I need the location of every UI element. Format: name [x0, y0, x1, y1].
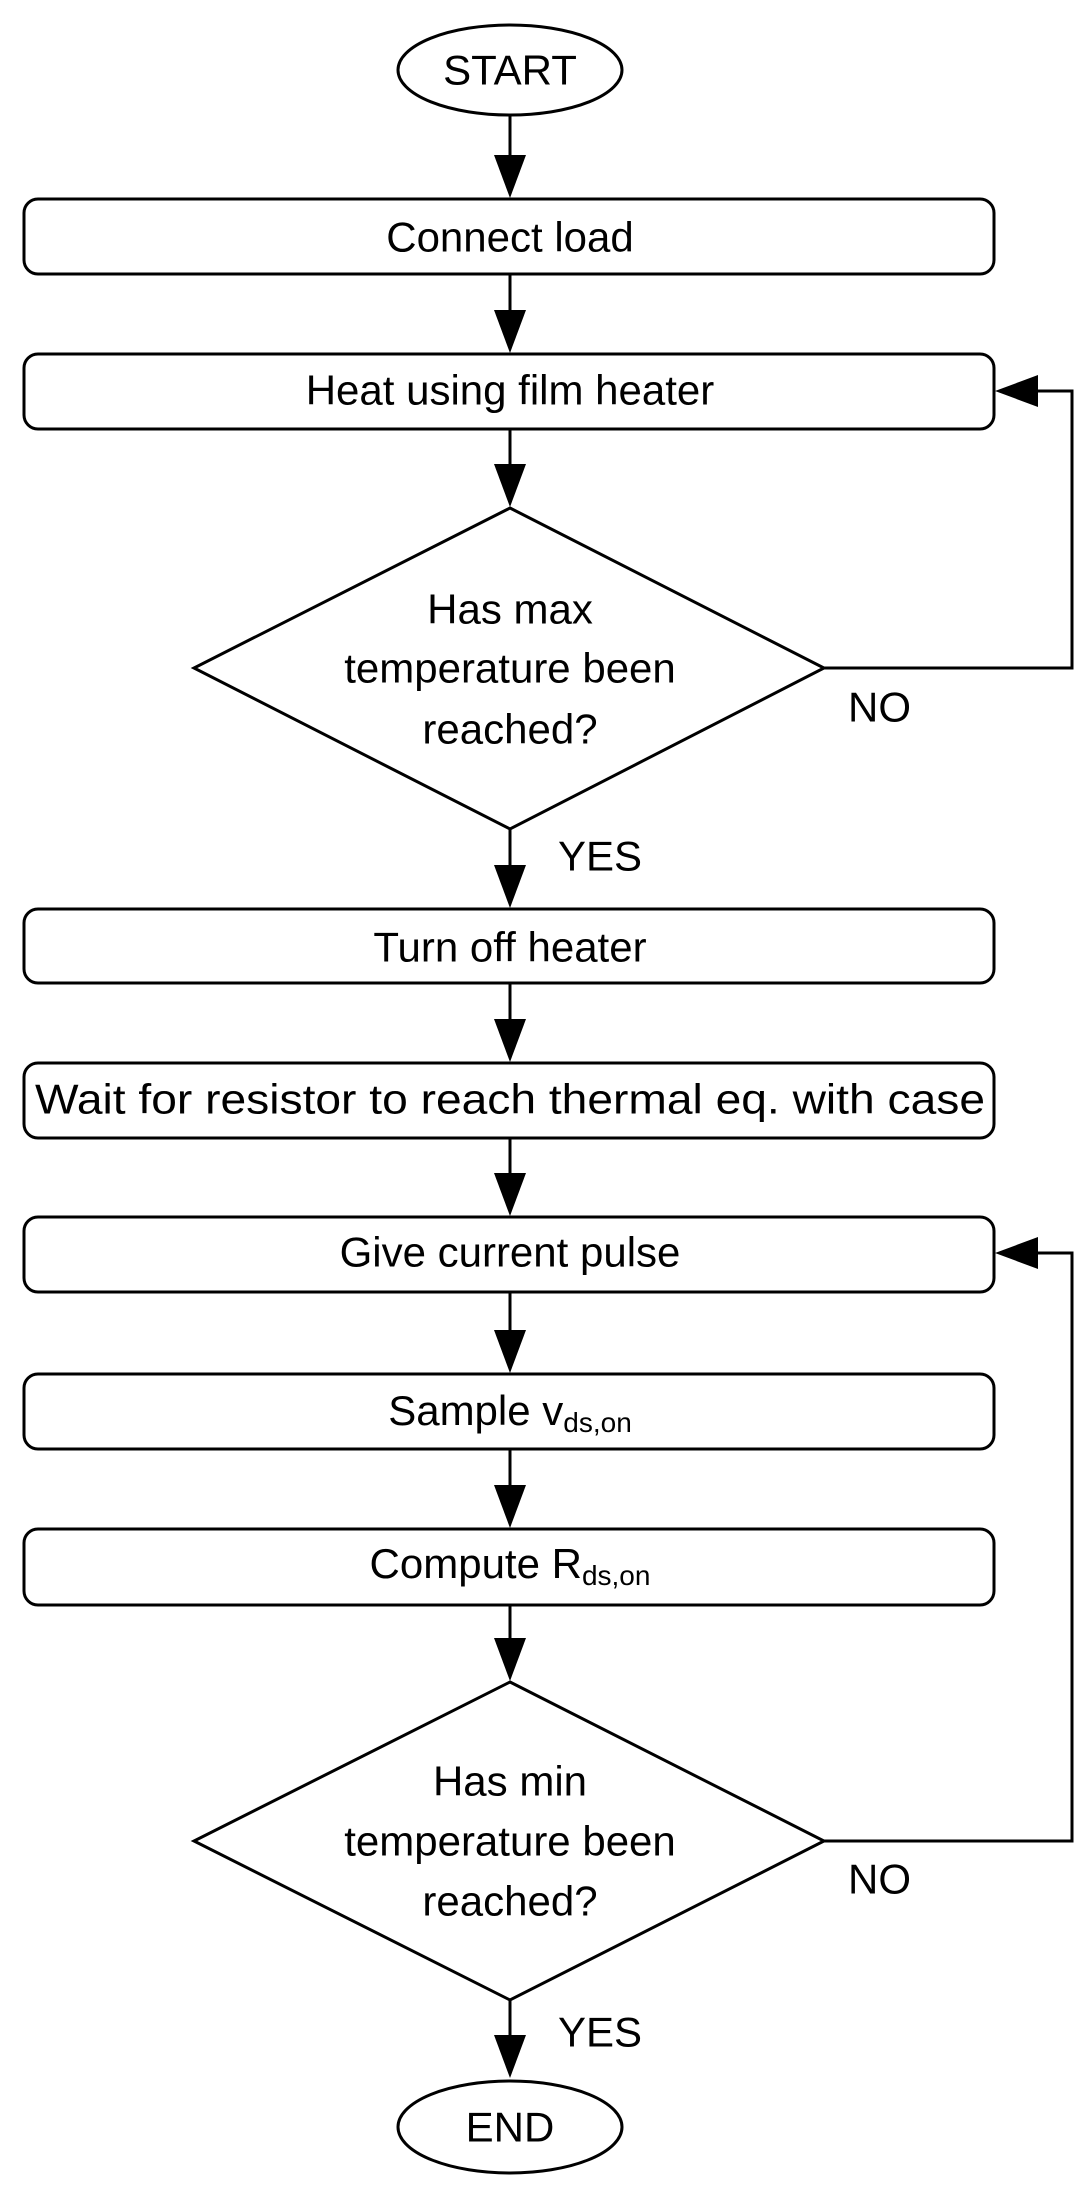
decision-min-line3: reached? [422, 1878, 597, 1925]
step-wait-thermal-eq: Wait for resistor to reach thermal eq. w… [22, 1061, 996, 1140]
decision-min-line1: Has min [433, 1758, 587, 1805]
compute-main-text: Compute R [370, 1540, 582, 1587]
end-label: END [466, 2104, 555, 2151]
decision-max-line2: temperature been [344, 645, 676, 692]
decision-min-no-label: NO [848, 1856, 911, 1903]
step-sample-vds: Sample vds,on [22, 1372, 996, 1451]
decision-min-line2: temperature been [344, 1818, 676, 1865]
step-compute-rds: Compute Rds,on [22, 1527, 996, 1607]
step-give-current-pulse: Give current pulse [22, 1215, 996, 1294]
arrow-turnoff-to-wait [494, 983, 526, 1062]
loop-decision-max-no [824, 375, 1074, 670]
arrow-start-to-connect [494, 116, 526, 198]
arrow-decision-max-yes [494, 829, 526, 908]
arrow-pulse-to-sample [494, 1292, 526, 1373]
step-heat: Heat using film heater [22, 352, 996, 431]
decision-min-temperature: Has min temperature been reached? [190, 1680, 828, 2002]
step-compute-rds-label: Compute Rds,on [370, 1540, 651, 1591]
decision-max-temperature: Has max temperature been reached? [190, 506, 828, 831]
step-give-current-pulse-label: Give current pulse [340, 1229, 681, 1276]
start-terminator: START [396, 23, 624, 117]
arrow-connect-to-heat [494, 274, 526, 353]
decision-max-yes-label: YES [558, 833, 642, 880]
decision-min-yes-label: YES [558, 2009, 642, 2056]
connectors [494, 116, 1074, 2078]
decision-max-line3: reached? [422, 706, 597, 753]
step-heat-label: Heat using film heater [306, 367, 715, 414]
decision-max-no-label: NO [848, 684, 911, 731]
sample-subscript: ds,on [563, 1407, 632, 1438]
sample-main-text: Sample v [388, 1387, 563, 1434]
step-turn-off-heater-label: Turn off heater [373, 924, 646, 971]
end-terminator: END [396, 2079, 624, 2175]
arrow-wait-to-pulse [494, 1138, 526, 1216]
arrow-compute-to-decision-min [494, 1605, 526, 1681]
step-wait-thermal-eq-label: Wait for resistor to reach thermal eq. w… [35, 1076, 985, 1123]
arrow-sample-to-compute [494, 1449, 526, 1528]
step-turn-off-heater: Turn off heater [22, 907, 996, 985]
step-connect-load: Connect load [22, 197, 996, 276]
loop-decision-min-no [824, 1237, 1074, 1843]
compute-subscript: ds,on [582, 1560, 651, 1591]
decision-max-line1: Has max [427, 586, 593, 633]
step-sample-vds-label: Sample vds,on [388, 1387, 632, 1438]
step-connect-load-label: Connect load [386, 214, 634, 261]
arrow-heat-to-decision-max [494, 429, 526, 507]
start-label: START [443, 47, 577, 94]
arrow-decision-min-yes [494, 2000, 526, 2078]
